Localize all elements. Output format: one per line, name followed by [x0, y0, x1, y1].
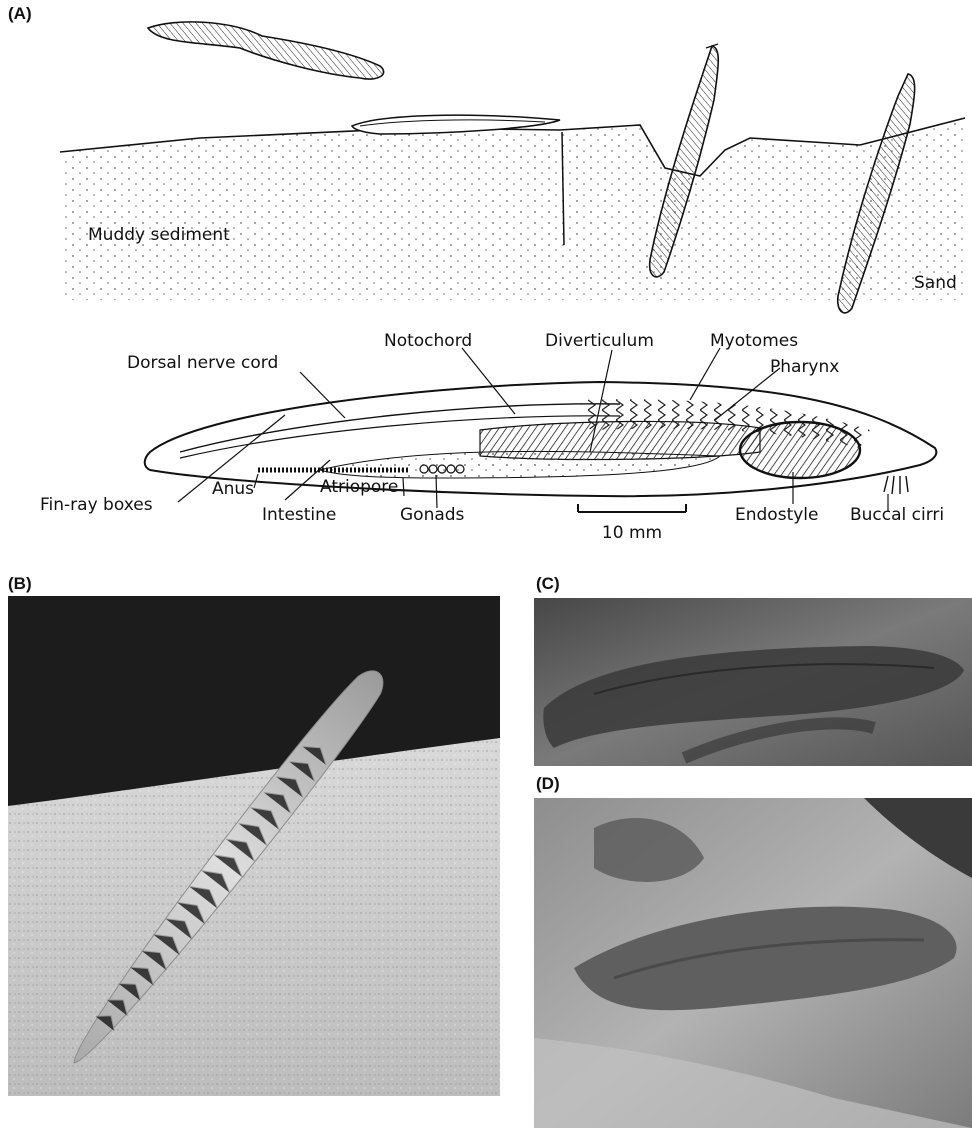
label-atriopore: Atriopore [320, 477, 398, 497]
photo-fossil-d [534, 798, 972, 1128]
label-dorsal-nerve-cord: Dorsal nerve cord [127, 353, 278, 373]
photo-lancelet-in-sand [8, 596, 500, 1096]
label-intestine: Intestine [262, 505, 336, 525]
scale-bar-label: 10 mm [602, 523, 662, 543]
label-sand: Sand [914, 273, 957, 293]
swimming-lancelet [148, 22, 384, 79]
lancelet-anatomy [145, 382, 937, 496]
label-notochord: Notochord [384, 331, 472, 351]
sediment [60, 118, 965, 300]
label-anus: Anus [212, 479, 254, 499]
scale-bar: 10 mm [578, 504, 686, 543]
label-myotomes: Myotomes [710, 331, 798, 351]
label-diverticulum: Diverticulum [545, 331, 654, 351]
panel-label-d: (D) [536, 774, 560, 794]
label-buccal-cirri: Buccal cirri [850, 505, 944, 525]
label-fin-ray-boxes: Fin-ray boxes [40, 495, 153, 515]
label-pharynx: Pharynx [770, 357, 839, 377]
label-gonads: Gonads [400, 505, 465, 525]
habitat-anatomy-drawing: 10 mm Muddy sediment Sand Notochord Dive… [0, 0, 972, 560]
label-endostyle: Endostyle [735, 505, 818, 525]
photo-fossil-c [534, 598, 972, 766]
panel-label-c: (C) [536, 574, 560, 594]
label-muddy-sediment: Muddy sediment [88, 225, 230, 245]
panel-label-b: (B) [8, 574, 32, 594]
